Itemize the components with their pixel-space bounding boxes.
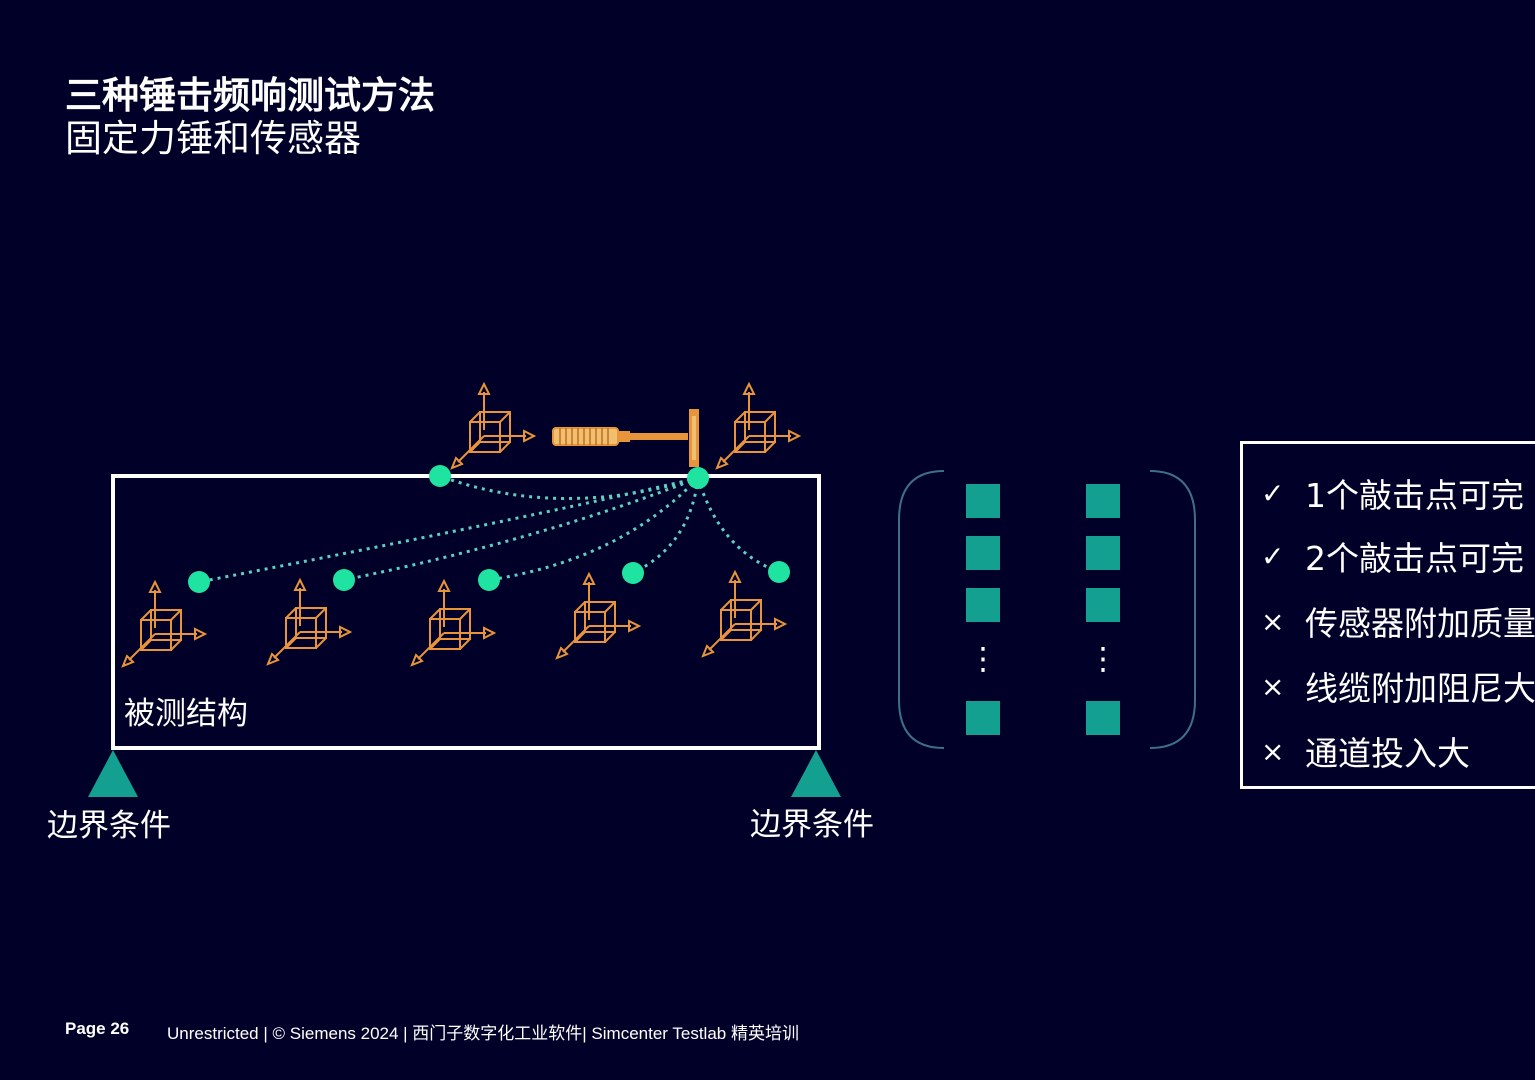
matrix-cell [1086, 536, 1120, 570]
boundary-label-right: 边界条件 [750, 807, 874, 843]
matrix-cell [966, 484, 1000, 518]
matrix-ellipsis-left: ⋮ [967, 641, 999, 677]
measurement-points [188, 465, 790, 593]
list-item: ✓ 1个敲击点可完 [1261, 468, 1524, 518]
matrix-cell [966, 588, 1000, 622]
matrix-cell [966, 701, 1000, 735]
matrix-cells [966, 484, 1120, 735]
support-triangle-icon [791, 750, 841, 797]
list-item: × 传感器附加质量 [1261, 596, 1535, 646]
measurement-point [768, 561, 790, 583]
cross-icon: × [1261, 669, 1285, 703]
measurement-point [687, 467, 709, 489]
support-triangle-icon [88, 750, 138, 797]
triaxial-sensor-icon [702, 571, 786, 657]
triaxial-sensor-icon [122, 581, 206, 667]
triaxial-sensor-icon [411, 580, 495, 666]
matrix-cell [1086, 484, 1120, 518]
measurement-point [622, 562, 644, 584]
list-item-text: 线缆附加阻尼大 [1305, 669, 1535, 708]
matrix-cell [1086, 588, 1120, 622]
cross-icon: × [1261, 604, 1285, 638]
triaxial-sensor-icon [716, 383, 800, 469]
impact-hammer-icon [552, 409, 699, 467]
boundary-label-left: 边界条件 [47, 808, 171, 844]
measurement-links [198, 474, 780, 584]
measurement-point [188, 571, 210, 593]
triaxial-sensor-icon [267, 579, 351, 665]
list-item: ✓ 2个敲击点可完 [1261, 531, 1524, 581]
page-number: Page 26 [65, 1019, 130, 1038]
cross-icon: × [1261, 734, 1285, 768]
list-item: × 线缆附加阻尼大 [1261, 661, 1535, 711]
page-title: 三种锤击频响测试方法 [65, 74, 435, 117]
pros-cons-box: ✓ 1个敲击点可完 ✓ 2个敲击点可完 × 传感器附加质量 × 线缆附加阻尼大 … [1240, 441, 1535, 789]
measurement-point [429, 465, 451, 487]
matrix-ellipsis-right: ⋮ [1087, 641, 1119, 677]
list-item: × 通道投入大 [1261, 726, 1470, 776]
check-icon: ✓ [1261, 539, 1285, 573]
matrix-bracket [898, 470, 1196, 749]
triaxial-sensor-icon [556, 573, 640, 659]
list-item-text: 2个敲击点可完 [1305, 539, 1524, 578]
check-icon: ✓ [1261, 476, 1285, 510]
structure-box [111, 474, 821, 750]
measurement-point [478, 569, 500, 591]
list-item-text: 通道投入大 [1305, 734, 1470, 773]
structure-label: 被测结构 [124, 696, 248, 732]
list-item-text: 1个敲击点可完 [1305, 476, 1524, 515]
triaxial-sensor-icon [451, 383, 535, 469]
list-item-text: 传感器附加质量 [1305, 604, 1535, 643]
matrix-cell [1086, 701, 1120, 735]
measurement-point [333, 569, 355, 591]
footer-note: Unrestricted | © Siemens 2024 | 西门子数字化工业… [167, 1024, 799, 1043]
page-subtitle: 固定力锤和传感器 [65, 117, 361, 160]
matrix-cell [966, 536, 1000, 570]
